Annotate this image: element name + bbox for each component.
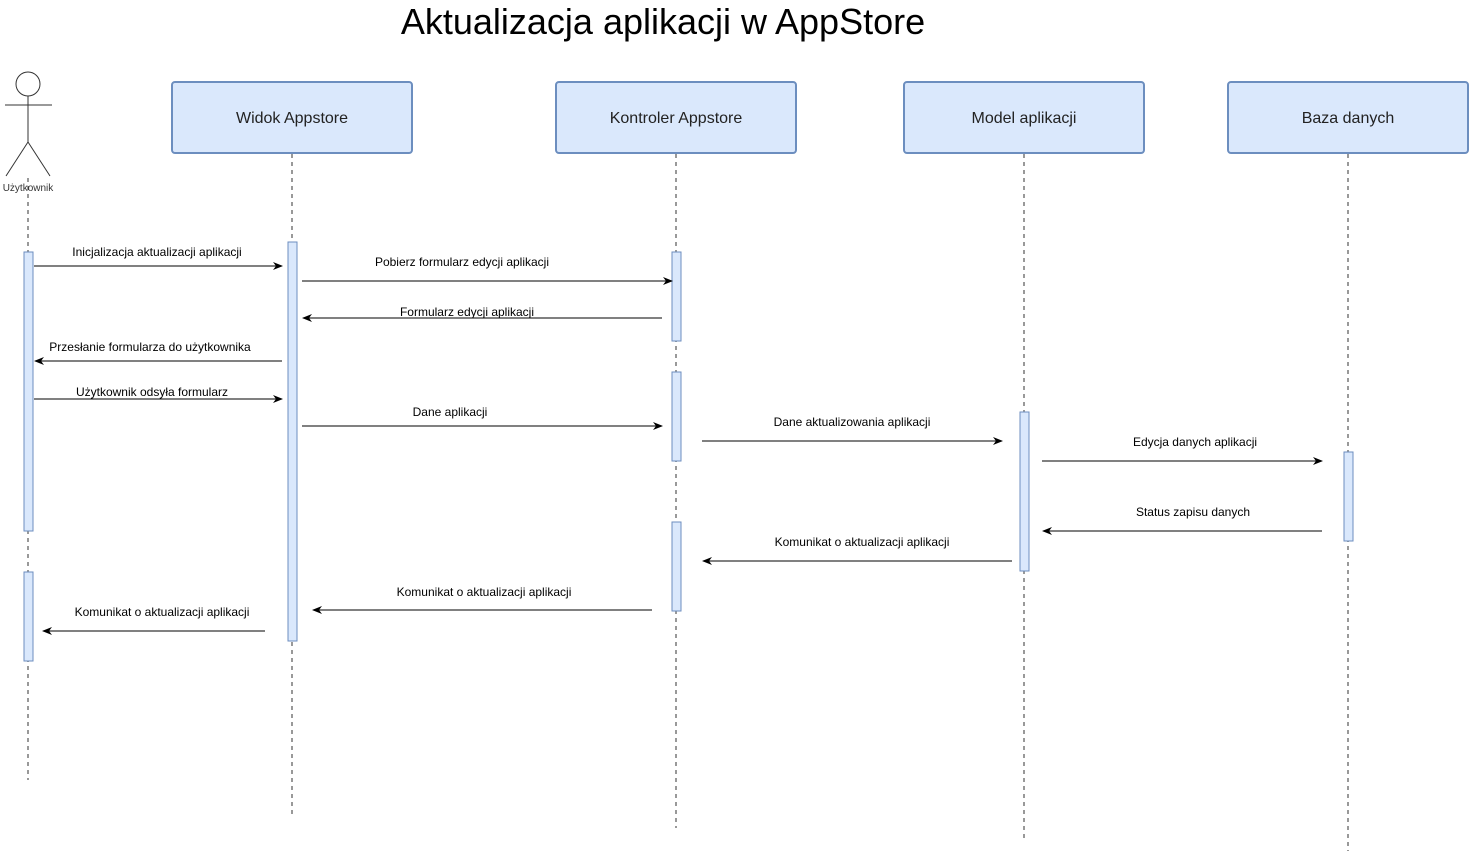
participant-label: Model aplikacji bbox=[972, 110, 1077, 127]
message: Dane aktualizowania aplikacji bbox=[702, 415, 1003, 445]
activation-bar bbox=[671, 521, 682, 612]
participant-baza[interactable]: Baza danych bbox=[1227, 81, 1469, 154]
message-label: Status zapisu danych bbox=[1136, 505, 1250, 519]
participant-label: Widok Appstore bbox=[236, 110, 348, 127]
message-label: Pobierz formularz edycji aplikacji bbox=[375, 255, 549, 269]
message: Edycja danych aplikacji bbox=[1042, 435, 1323, 465]
message-label: Inicjalizacja aktualizacji aplikacji bbox=[72, 245, 241, 259]
participant-kontroler[interactable]: Kontroler Appstore bbox=[555, 81, 797, 154]
activation-bar bbox=[23, 251, 34, 532]
participant-label: Baza danych bbox=[1302, 110, 1395, 127]
diagram-title: Aktualizacja aplikacji w AppStore bbox=[401, 1, 925, 42]
message-label: Komunikat o aktualizacji aplikacji bbox=[775, 535, 950, 549]
actor-head-icon bbox=[15, 71, 41, 97]
activation-bar bbox=[671, 251, 682, 342]
message: Status zapisu danych bbox=[1042, 505, 1322, 535]
participant-widok[interactable]: Widok Appstore bbox=[171, 81, 413, 154]
message: Inicjalizacja aktualizacji aplikacji bbox=[34, 245, 283, 270]
activation-bar bbox=[287, 241, 298, 642]
activation-bar bbox=[1343, 451, 1354, 542]
activation-bar bbox=[671, 371, 682, 462]
message-label: Formularz edycji aplikacji bbox=[400, 305, 534, 319]
message-label: Komunikat o aktualizacji aplikacji bbox=[397, 585, 572, 599]
message-label: Edycja danych aplikacji bbox=[1133, 435, 1257, 449]
activation-bar bbox=[1019, 411, 1030, 572]
message-label: Komunikat o aktualizacji aplikacji bbox=[75, 605, 250, 619]
message: Pobierz formularz edycji aplikacji bbox=[302, 255, 673, 285]
message: Komunikat o aktualizacji aplikacji bbox=[42, 605, 265, 635]
message-label: Przesłanie formularza do użytkownika bbox=[49, 340, 251, 354]
message: Komunikat o aktualizacji aplikacji bbox=[312, 585, 652, 614]
message: Formularz edycji aplikacji bbox=[302, 305, 662, 322]
participant-label: Kontroler Appstore bbox=[610, 110, 743, 127]
message: Przesłanie formularza do użytkownika bbox=[34, 340, 282, 365]
message: Komunikat o aktualizacji aplikacji bbox=[702, 535, 1012, 565]
message-label: Dane aktualizowania aplikacji bbox=[774, 415, 931, 429]
message-label: Użytkownik odsyła formularz bbox=[76, 385, 228, 399]
activation-bar bbox=[23, 571, 34, 662]
actor-user[interactable]: Użytkownik bbox=[3, 71, 55, 194]
message-label: Dane aplikacji bbox=[413, 405, 488, 419]
message: Użytkownik odsyła formularz bbox=[34, 385, 283, 403]
participant-model[interactable]: Model aplikacji bbox=[903, 81, 1145, 154]
message: Dane aplikacji bbox=[302, 405, 663, 430]
